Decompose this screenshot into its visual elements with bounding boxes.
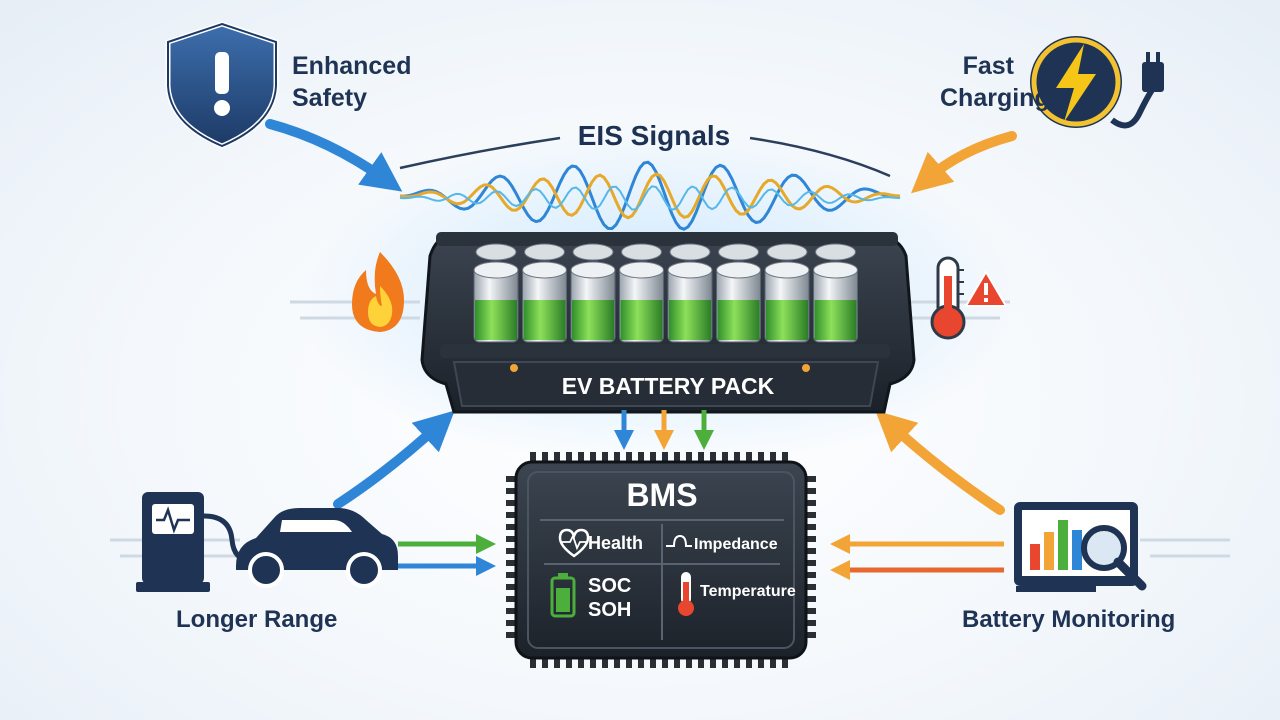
thermometer-warning-icon <box>930 256 1008 340</box>
heart-pulse-icon <box>558 528 590 558</box>
feature-label-charging: Fast Charging <box>940 50 1050 114</box>
monitor-chart-icon <box>1014 502 1147 592</box>
ev-battery-pack: EV BATTERY PACK <box>420 232 916 414</box>
bms-title: BMS <box>626 477 697 513</box>
feature-label-charging-line2: Charging <box>940 84 1050 112</box>
feature-label-charging-line1: Fast <box>962 52 1014 80</box>
bms-health-label: Health <box>588 533 643 553</box>
bms-temperature-label: Temperature <box>700 583 796 600</box>
battery-icon <box>550 573 576 618</box>
pack-label: EV BATTERY PACK <box>562 373 775 399</box>
feature-label-safety-line2: Safety <box>292 84 368 112</box>
bms-soh-label: SOH <box>588 599 631 621</box>
feature-label-safety: Enhanced Safety <box>292 50 452 114</box>
bms-soc-label: SOC <box>588 575 631 597</box>
eis-arc-right <box>749 136 891 178</box>
feature-label-range: Longer Range <box>176 606 338 633</box>
bms-impedance-label: Impedance <box>694 536 778 553</box>
lightning-plug-icon <box>1030 36 1164 129</box>
fire-icon <box>352 252 404 332</box>
pack-led-right <box>802 364 810 372</box>
pack-led-left <box>510 364 518 372</box>
feature-label-monitoring: Battery Monitoring <box>962 606 1176 633</box>
arrow-safety-to-pack <box>265 119 403 192</box>
arrow-range-to-pack <box>333 410 455 509</box>
eis-signals-title: EIS Signals <box>577 120 731 151</box>
shield-warning-icon <box>165 21 279 149</box>
thermometer-icon <box>678 572 694 616</box>
impedance-icon <box>666 534 692 547</box>
arrow-monitoring-to-pack <box>875 410 1005 515</box>
eis-signal-waves <box>399 160 901 231</box>
arrow-charging-to-pack <box>910 131 1017 194</box>
ev-charging-car-icon <box>136 492 398 592</box>
eis-arc-left <box>399 136 561 170</box>
bms-chip: BMS Health Impedance SOC SOH Temperature <box>506 452 816 668</box>
feature-label-safety-line1: Enhanced <box>292 52 412 80</box>
